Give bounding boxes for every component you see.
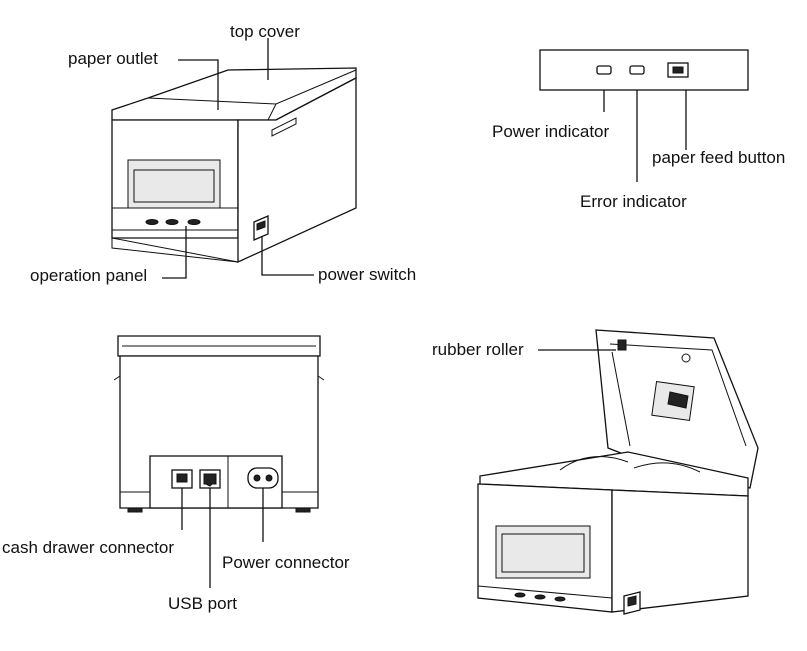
label-rubber-roller: rubber roller: [432, 340, 524, 359]
leader-power-switch: [261, 236, 314, 276]
label-error-indicator: Error indicator: [580, 192, 687, 211]
label-operation-panel: operation panel: [30, 266, 148, 285]
leader-operation-panel: [162, 226, 187, 279]
label-paper-feed-button: paper feed button: [652, 148, 786, 167]
power-indicator-led: [596, 65, 612, 75]
operation-panel-feed: [187, 219, 201, 225]
label-power-switch: power switch: [318, 265, 417, 284]
label-top-cover: top cover: [230, 22, 300, 41]
printer-open-view: [477, 329, 759, 615]
paper-outlet-window: [127, 159, 221, 209]
leader-paper-outlet: [178, 59, 219, 110]
operation-panel-led-2: [165, 219, 179, 225]
operation-panel-led-1: [145, 219, 159, 225]
label-usb-port: USB port: [168, 594, 237, 613]
label-power-connector: Power connector: [222, 553, 350, 572]
label-paper-outlet: paper outlet: [68, 49, 158, 68]
open-body-side: [611, 489, 749, 613]
power-connector-shape: [247, 467, 279, 489]
error-indicator-led: [629, 65, 645, 75]
printer-front-view: [111, 38, 357, 279]
open-paper-window: [495, 525, 591, 579]
printer-rear-view: [113, 335, 325, 588]
label-power-indicator: Power indicator: [492, 122, 610, 141]
label-cash-drawer-connector: cash drawer connector: [2, 538, 174, 557]
rubber-roller-shape: [617, 339, 627, 351]
panel-detail: [539, 49, 749, 182]
